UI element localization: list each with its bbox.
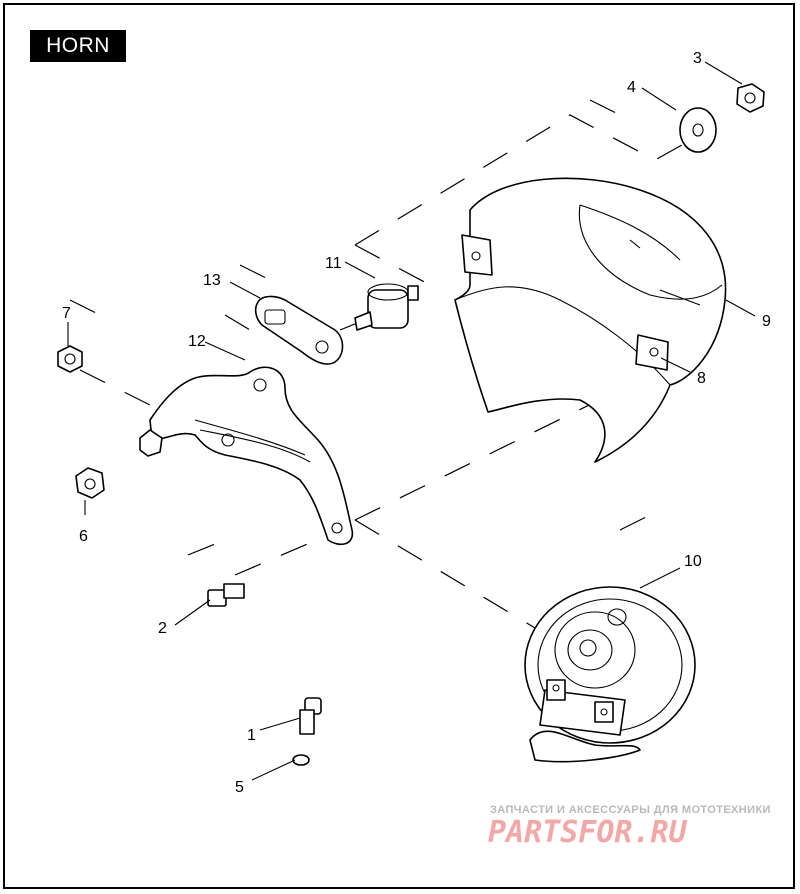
- page-title: HORN: [30, 30, 126, 62]
- watermark: ЗАПЧАСТИ И АКСЕССУАРЫ ДЛЯ МОТОТЕХНИКИ PA…: [488, 804, 771, 850]
- flange-nut: [75, 429, 163, 499]
- callout-2: 2: [158, 620, 167, 637]
- callout-5: 5: [235, 779, 244, 796]
- horn-bracket: [149, 366, 354, 546]
- callout-7: 7: [62, 305, 71, 322]
- nut-small: [57, 345, 83, 373]
- isolator-stud: [354, 283, 419, 331]
- callout-11: 11: [325, 255, 342, 272]
- washer-top: [679, 107, 717, 153]
- callout-9: 9: [762, 313, 771, 330]
- horn: [524, 586, 696, 763]
- callout-3: 3: [693, 50, 702, 67]
- callout-1: 1: [247, 727, 256, 744]
- callout-13: 13: [203, 272, 221, 289]
- callout-10: 10: [684, 553, 702, 570]
- cap-screw: [299, 697, 322, 735]
- assembly-centerlines: [69, 99, 701, 656]
- washer-small: [292, 754, 310, 766]
- callout-8: 8: [697, 370, 706, 387]
- watermark-logo: PARTSFOR.RU: [488, 815, 688, 850]
- leader-lines: [67, 61, 756, 781]
- mount-plate: [254, 295, 344, 365]
- nut-top: [736, 83, 765, 113]
- horn-cover: [454, 177, 727, 463]
- callout-4: 4: [627, 79, 636, 96]
- bolt: [207, 583, 245, 607]
- callout-labels: 3 4 9 8 10 11 13 12 7 6 2 1 5: [62, 50, 771, 796]
- callout-12: 12: [188, 333, 206, 350]
- watermark-tagline: ЗАПЧАСТИ И АКСЕССУАРЫ ДЛЯ МОТОТЕХНИКИ: [490, 804, 771, 816]
- diagram-frame: [3, 3, 795, 889]
- callout-6: 6: [79, 528, 88, 545]
